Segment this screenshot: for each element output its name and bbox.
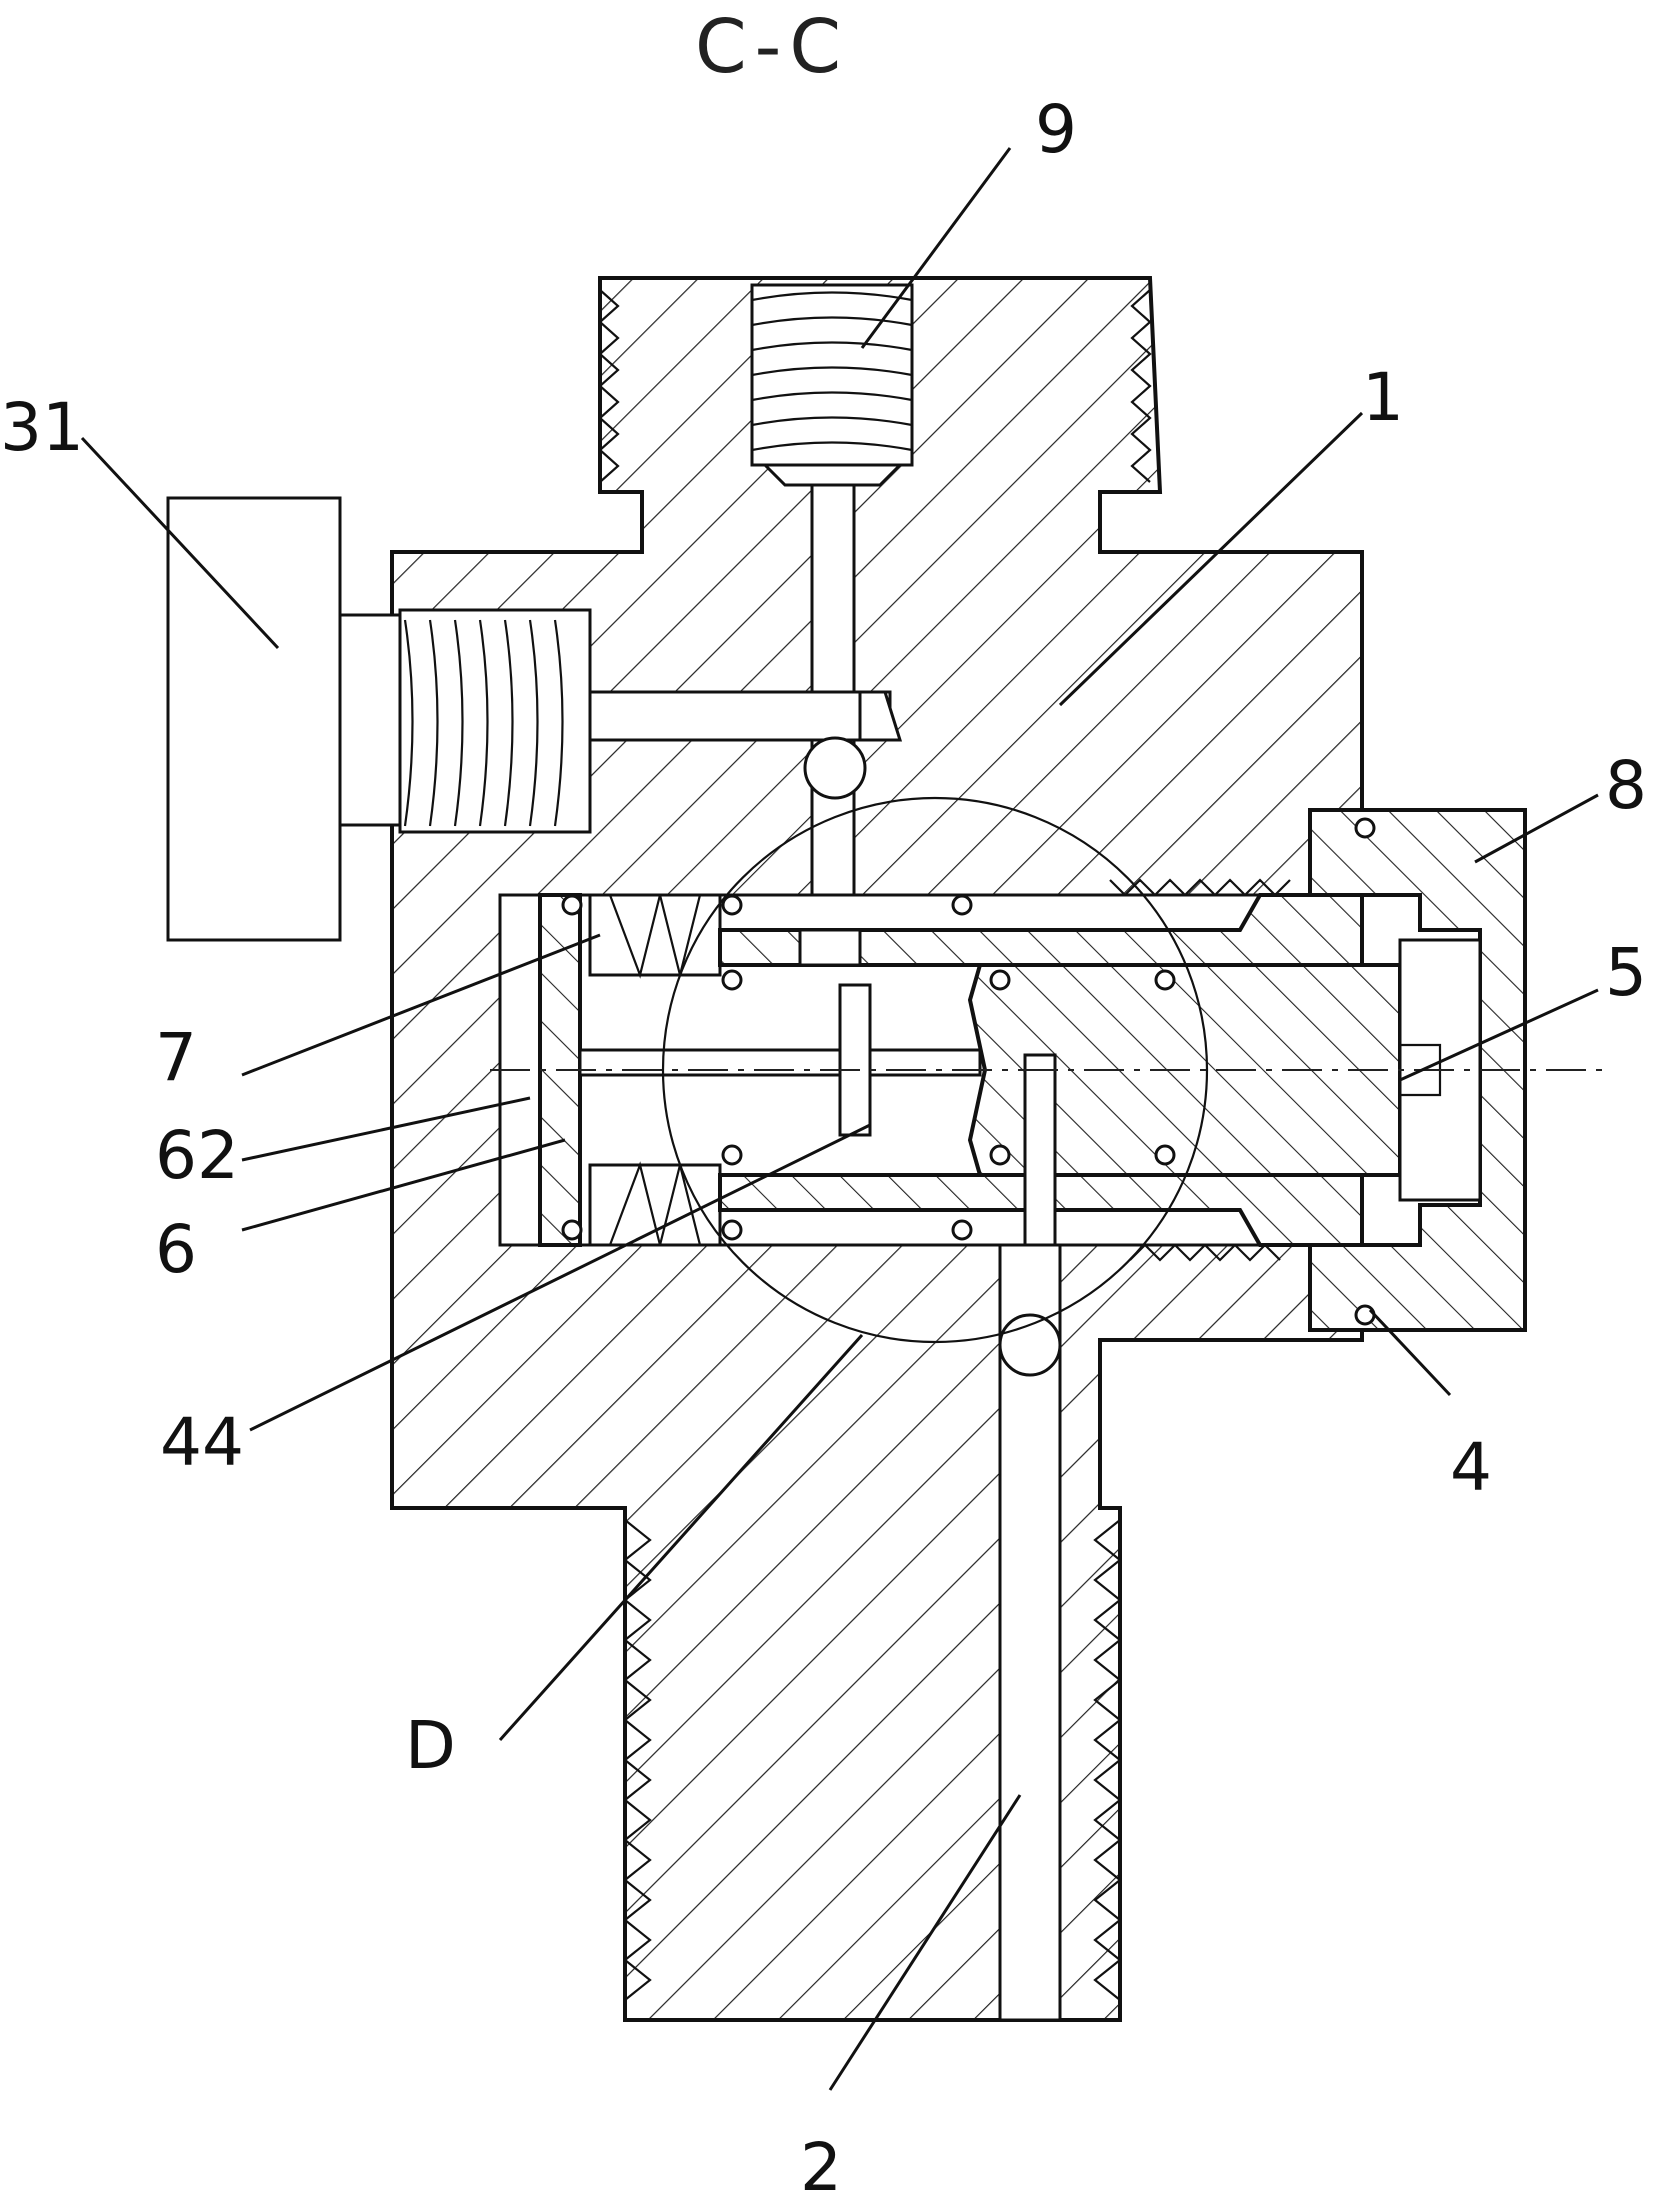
label-8: 8 <box>1605 747 1647 824</box>
label-4: 4 <box>1450 1429 1492 1506</box>
label-2: 2 <box>800 2129 842 2198</box>
label-31: 31 <box>0 389 84 466</box>
inner-port-bottom <box>1023 1053 1057 1257</box>
label-6: 6 <box>155 1211 197 1288</box>
gauge-neck <box>338 613 402 827</box>
sleeve-thread-lower <box>1129 1243 1281 1262</box>
label-62: 62 <box>155 1117 239 1194</box>
label-44: 44 <box>160 1404 244 1481</box>
spring-7-bottom-coil <box>608 1161 702 1246</box>
top-right-thread <box>1130 289 1152 483</box>
leader-lines <box>80 147 1599 2091</box>
check-ball-upper <box>803 736 867 800</box>
gauge-thread <box>403 619 564 827</box>
label-9: 9 <box>1035 91 1077 168</box>
inner-channel <box>578 1048 982 1077</box>
inner-port-top <box>798 928 862 967</box>
label-d: D <box>405 1707 456 1784</box>
spring-7-top <box>588 893 722 977</box>
sleeve-thread-upper <box>1109 878 1291 897</box>
detail-circle-d <box>661 796 1209 1344</box>
spring-7-bottom <box>588 1163 722 1247</box>
label-1: 1 <box>1362 359 1404 436</box>
top-left-thread <box>598 289 620 483</box>
o-rings <box>561 817 1376 1326</box>
port-9-tip <box>761 463 904 487</box>
section-title: C-C <box>695 4 849 90</box>
spring-7-top-coil <box>608 894 702 979</box>
valve-seat-44 <box>838 983 872 1137</box>
port-9-thread <box>751 291 913 452</box>
gauge-passage <box>588 690 892 742</box>
label-7: 7 <box>155 1019 197 1096</box>
bottom-right-thread <box>1093 1519 1122 2001</box>
gauge-passage-tip <box>858 690 903 742</box>
gauge-body-31 <box>166 496 342 942</box>
label-5: 5 <box>1605 934 1647 1011</box>
